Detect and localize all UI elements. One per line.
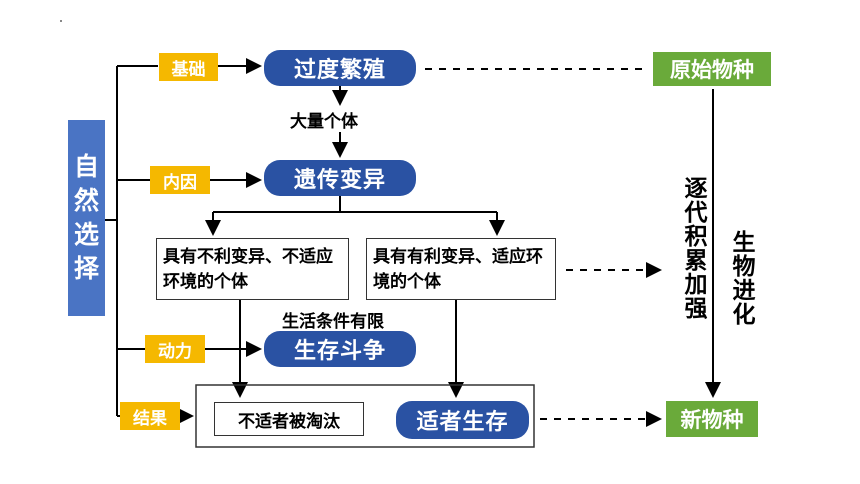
- node-guodu: 过度繁殖: [264, 50, 416, 86]
- label-jieguo: 结果: [120, 402, 180, 430]
- side-label-natural-selection: 自 然 选 择: [68, 120, 105, 316]
- node-shizhe: 适者生存: [396, 401, 529, 439]
- box-youli: 具有有利变异、适应环境的个体: [366, 238, 556, 300]
- box-buli: 具有不利变异、不适应环境的个体: [156, 238, 349, 300]
- annot-tiaojian: 生活条件有限: [282, 312, 384, 332]
- node-shengcun: 生存斗争: [264, 331, 416, 367]
- label-neiyin: 内因: [150, 166, 210, 194]
- label-jichu: 基础: [159, 53, 218, 81]
- side-char: 选: [73, 220, 99, 249]
- annot-daliang: 大量个体: [290, 112, 358, 132]
- node-yichuan: 遗传变异: [264, 160, 416, 196]
- side-char: 择: [73, 254, 99, 283]
- box-taotai: 不适者被淘汰: [214, 402, 364, 436]
- node-yuanshi: 原始物种: [653, 52, 771, 86]
- annot-zhuji: 逐代积累加强: [680, 176, 706, 320]
- node-xinwu: 新物种: [666, 401, 758, 437]
- corner-dot: [60, 20, 62, 22]
- side-char: 然: [73, 186, 99, 215]
- side-char: 自: [73, 152, 99, 181]
- annot-jinhua: 生物进化: [728, 230, 754, 326]
- label-dongli: 动力: [145, 335, 205, 363]
